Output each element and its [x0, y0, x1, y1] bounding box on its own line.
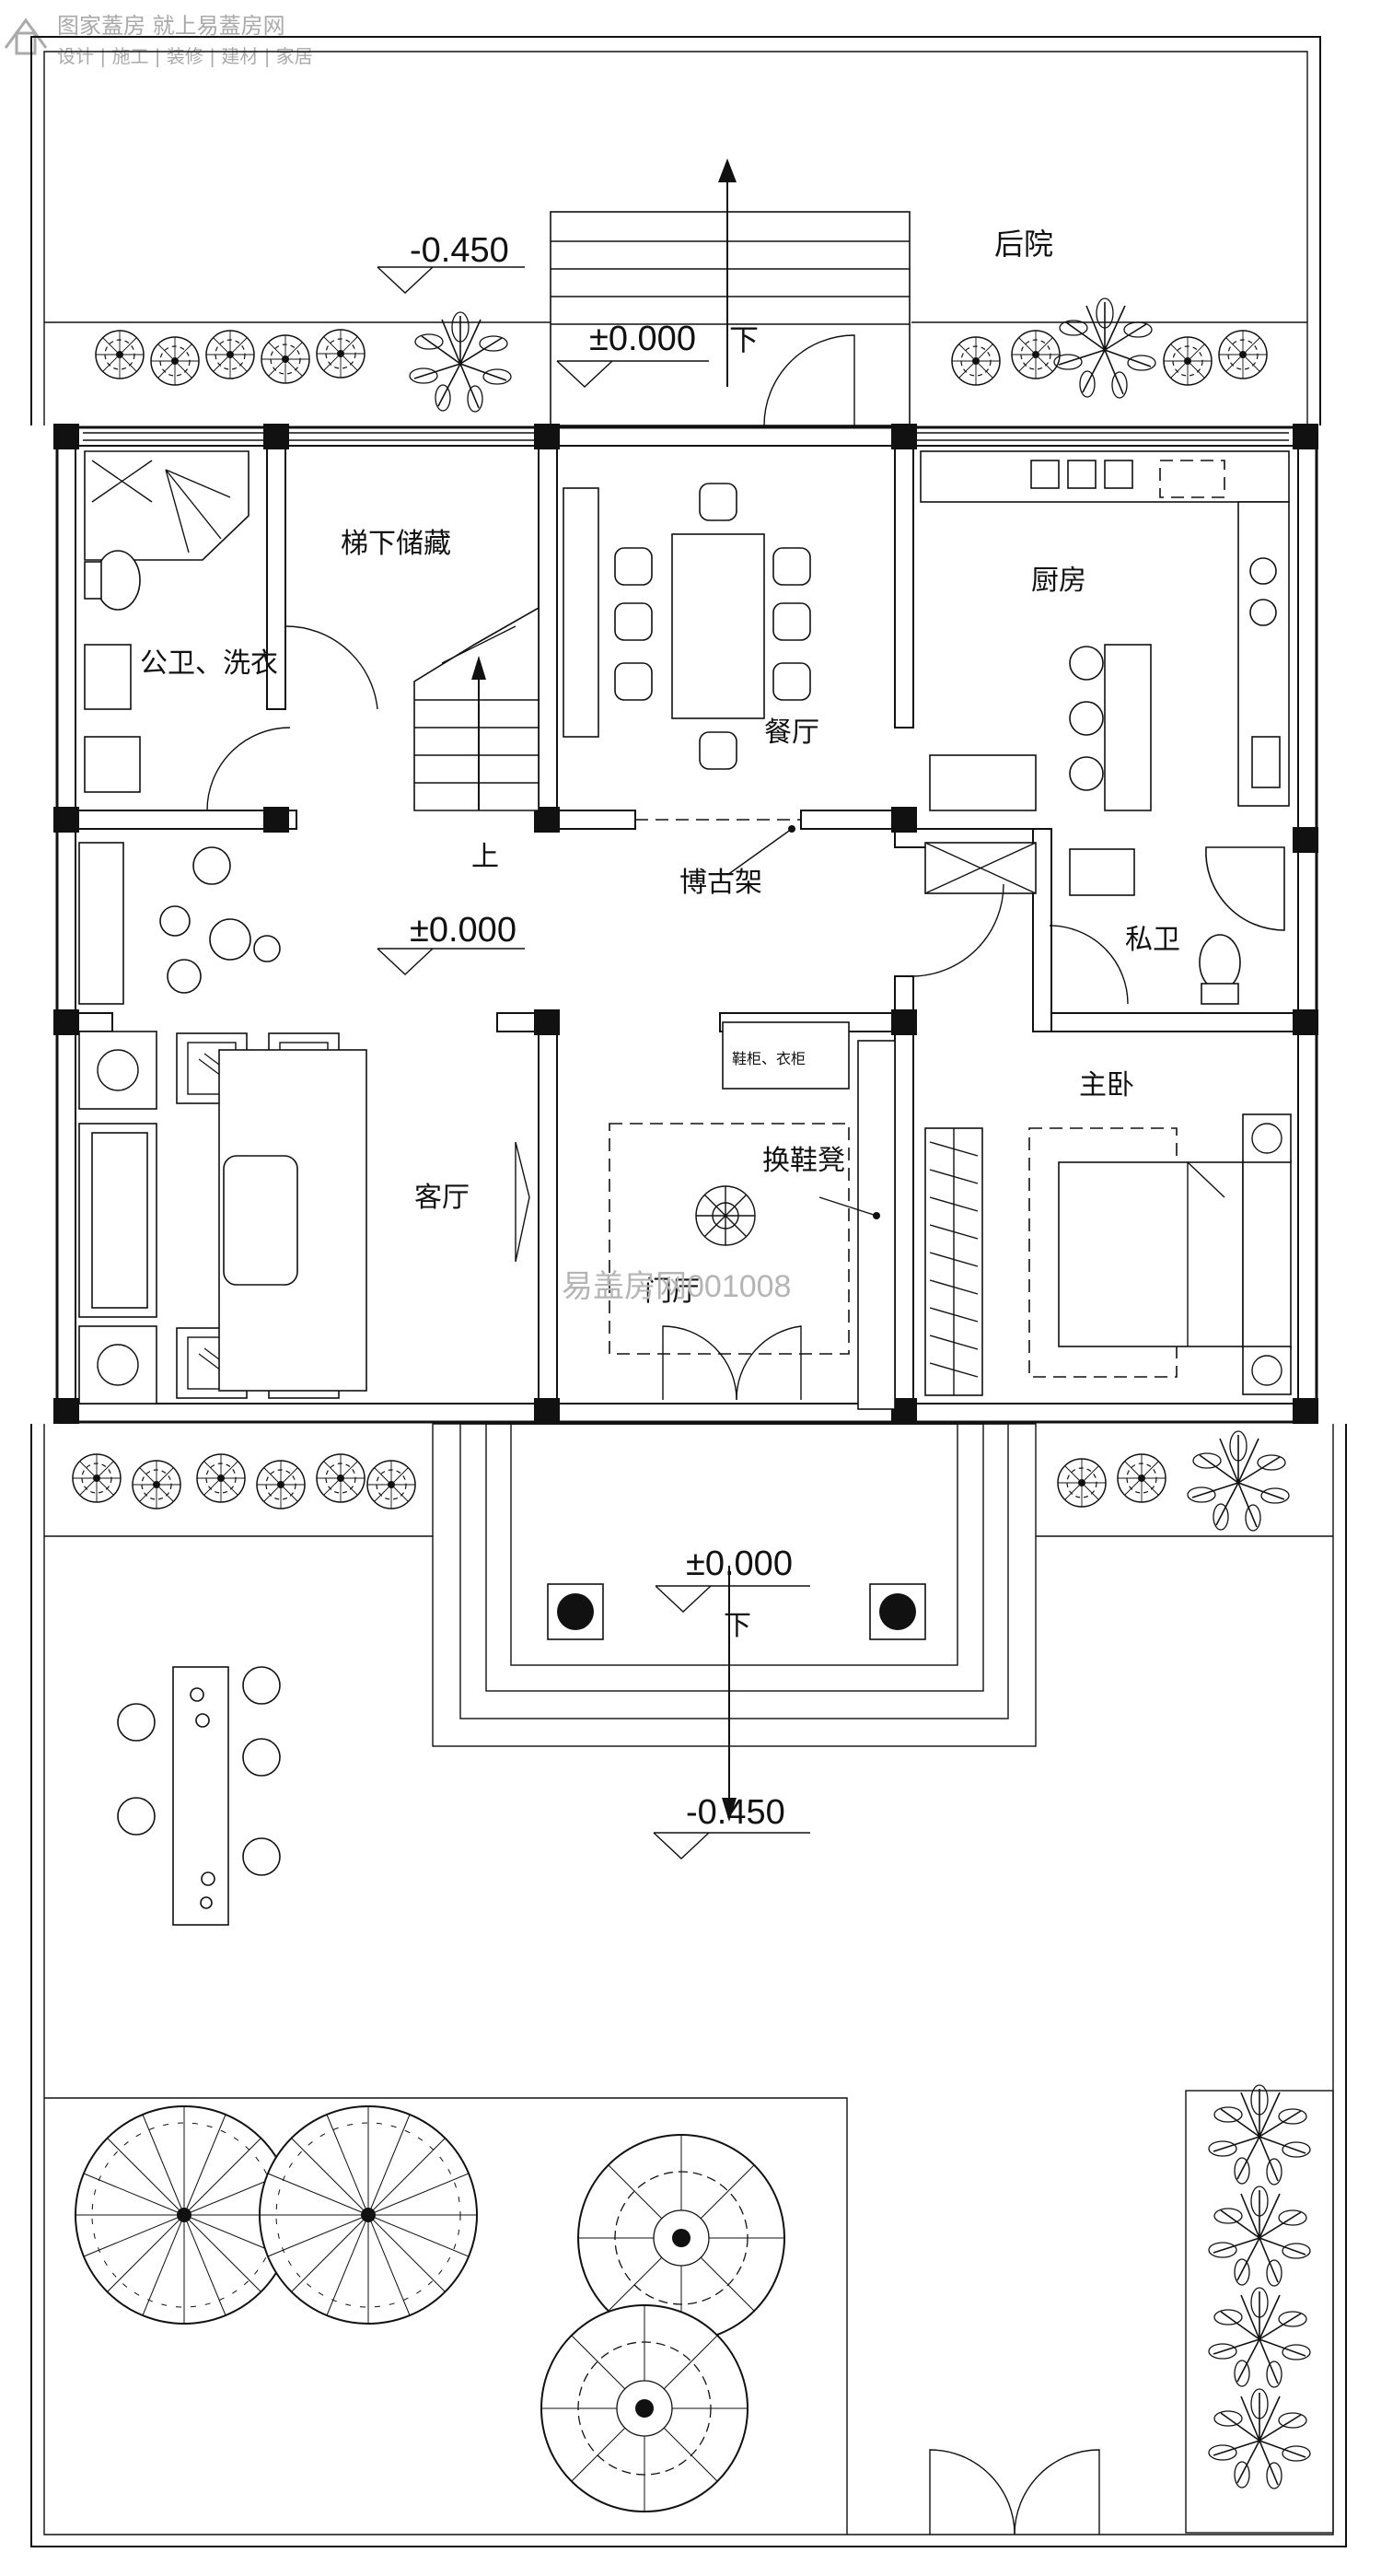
level-mark-hall: ±0.000	[377, 911, 525, 975]
level-mark-back-yard: -0.450	[377, 231, 525, 294]
front-yard	[30, 1423, 1347, 2547]
room-label-storage: 梯下储藏	[341, 528, 451, 560]
level-mark-back-entry: ±0.000	[556, 320, 709, 388]
room-label-private-bath: 私卫	[1125, 924, 1180, 956]
watermark: 易盖房网001008	[562, 1269, 791, 1304]
stair-up-label: 上	[471, 841, 499, 873]
room-label-foyer: 门厅	[644, 1276, 700, 1308]
direction-back-down: 下	[729, 322, 759, 357]
public-bath	[84, 450, 291, 811]
dining-furniture	[563, 483, 811, 770]
room-label-public-bath: 公卫、洗衣	[140, 647, 278, 680]
room-label-kitchen: 厨房	[1031, 565, 1086, 597]
living-furniture	[78, 842, 530, 1405]
svg-text:±0.000: ±0.000	[589, 320, 696, 358]
level-mark-front-yard: -0.450	[653, 1793, 810, 1859]
direction-front-down: 下	[724, 1610, 751, 1642]
level-mark-front-porch: ±0.000	[655, 1544, 810, 1613]
brand-sub: 设计 | 施工 | 装修 | 建材 | 家居	[57, 45, 313, 67]
room-label-master-bedroom: 主卧	[1079, 1069, 1134, 1102]
room-label-living: 客厅	[414, 1182, 470, 1214]
kitchen-furniture	[920, 450, 1290, 811]
building-walls	[53, 424, 1318, 1424]
foyer-furniture	[609, 1021, 896, 1410]
room-label-dining: 餐厅	[764, 717, 819, 749]
stair	[284, 606, 540, 811]
shoe-cabinet-label: 鞋柜、衣柜	[732, 1050, 806, 1067]
svg-text:-0.450: -0.450	[686, 1793, 785, 1832]
brand-main: 图家蓋房 就上易蓋房网	[57, 13, 285, 39]
brand-logo: 图家蓋房 就上易蓋房网 设计 | 施工 | 装修 | 建材 | 家居	[4, 13, 313, 67]
master-bedroom-furniture	[924, 1113, 1292, 1396]
back-yard	[30, 36, 1321, 426]
room-label-curio-shelf: 博古架	[679, 867, 762, 899]
private-bath	[912, 842, 1285, 1005]
svg-text:±0.000: ±0.000	[686, 1544, 793, 1583]
svg-text:±0.000: ±0.000	[410, 911, 516, 950]
room-label-back-yard: 后院	[994, 227, 1053, 262]
svg-text:-0.450: -0.450	[410, 231, 509, 270]
room-label-shoe-bench: 换鞋凳	[762, 1145, 845, 1177]
